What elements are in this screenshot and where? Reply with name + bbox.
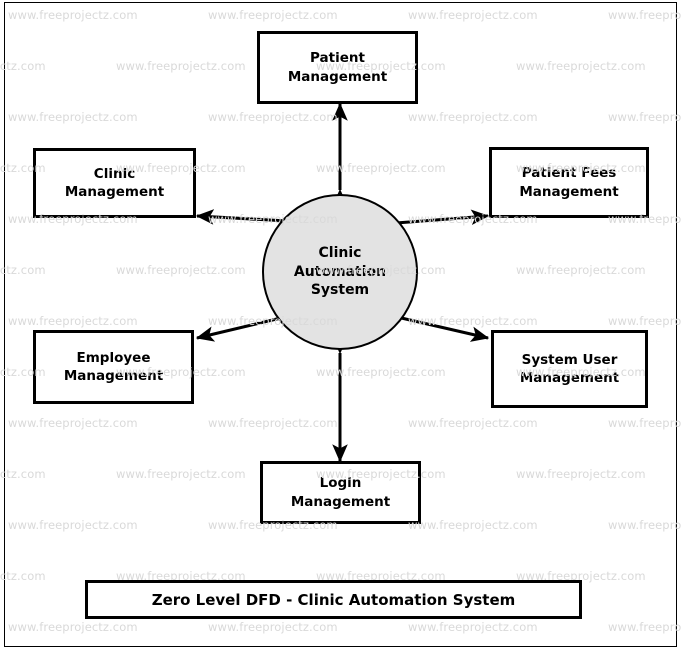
entity-login-management-label: Login Management xyxy=(290,475,391,510)
flow-arrow-employee-management xyxy=(195,305,304,342)
entity-patient-fees-management-label: Patient Fees Management xyxy=(519,165,619,200)
entity-patient-fees-management[interactable]: Patient Fees Management xyxy=(489,147,649,218)
entity-patient-management-label: Patient Management xyxy=(287,50,388,85)
entity-clinic-management-label: Clinic Management xyxy=(64,165,165,200)
entity-employee-management-label: Employee Management xyxy=(63,349,164,384)
process-clinic-automation-system[interactable]: Clinic Automation System xyxy=(262,194,418,350)
entity-patient-management[interactable]: Patient Management xyxy=(257,31,418,104)
entity-employee-management[interactable]: Employee Management xyxy=(33,330,194,404)
flow-arrow-patient-fees-management xyxy=(378,209,490,233)
diagram-caption-bar: Zero Level DFD - Clinic Automation Syste… xyxy=(85,580,582,619)
entity-clinic-management[interactable]: Clinic Management xyxy=(33,148,196,218)
flow-arrow-system-user-management xyxy=(378,305,490,342)
diagram-caption-text: Zero Level DFD - Clinic Automation Syste… xyxy=(151,590,516,609)
entity-login-management[interactable]: Login Management xyxy=(260,461,421,524)
process-label: Clinic Automation System xyxy=(293,244,387,299)
flow-arrow-clinic-management xyxy=(195,209,306,230)
entity-system-user-management[interactable]: System User Management xyxy=(491,330,648,408)
entity-system-user-management-label: System User Management xyxy=(519,351,620,386)
